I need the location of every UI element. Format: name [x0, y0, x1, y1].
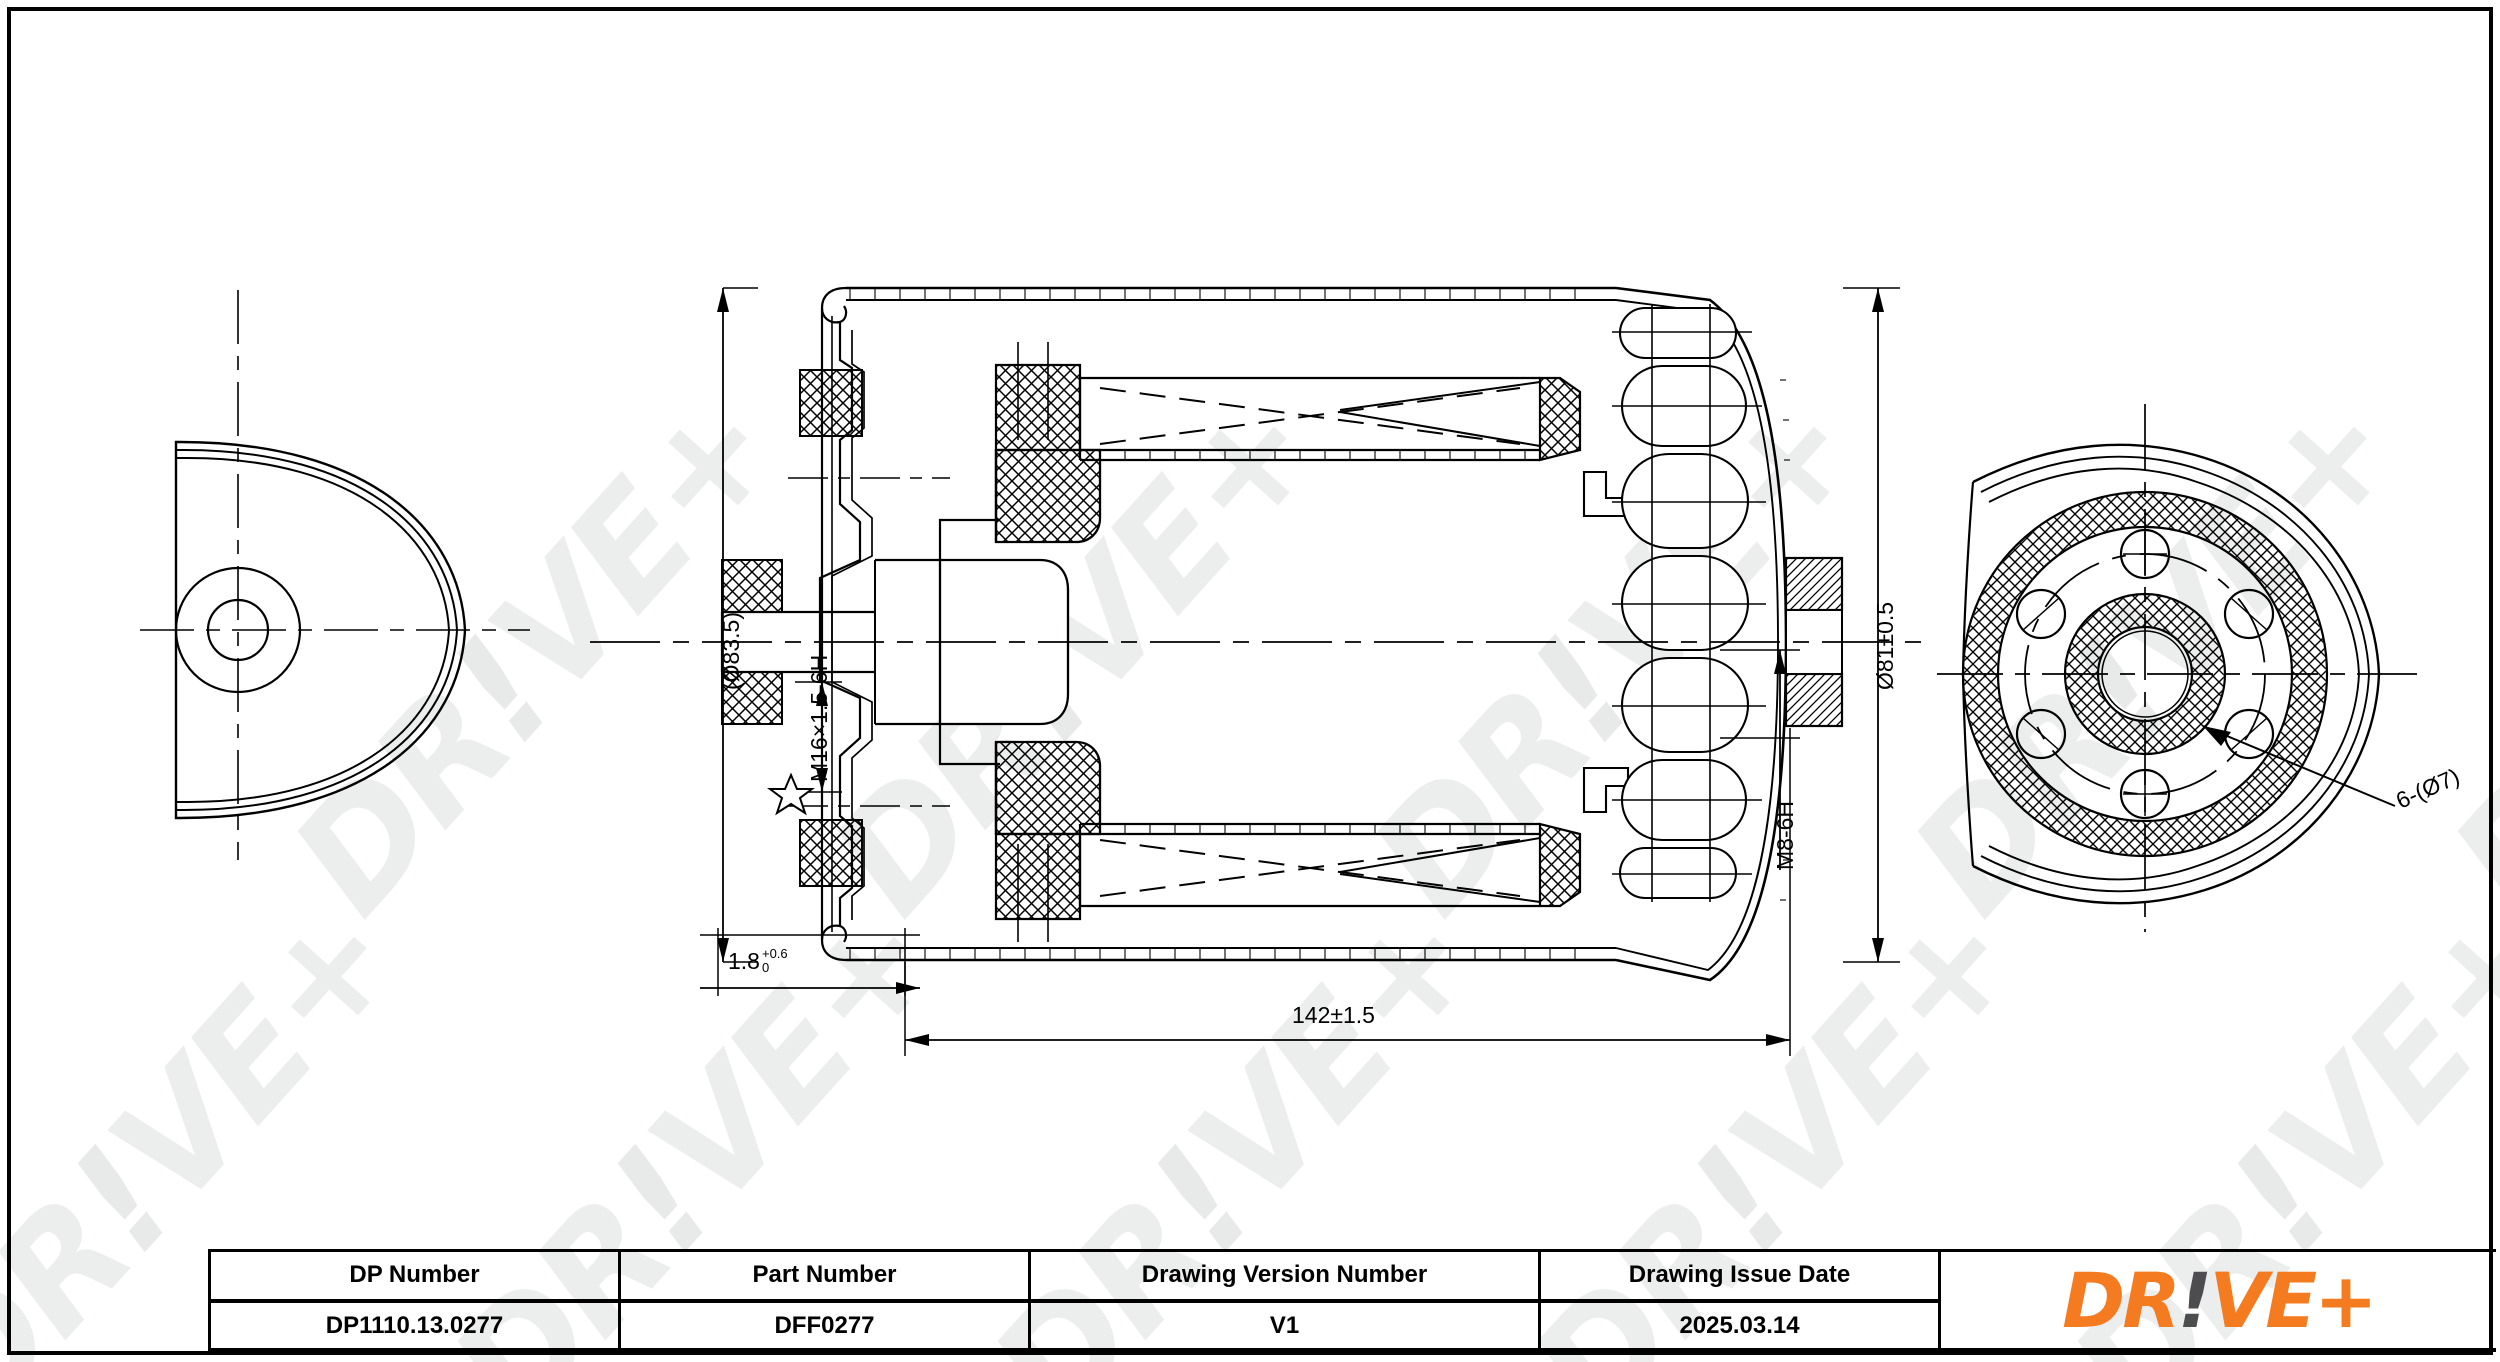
dim-inlet-thread: [767, 681, 842, 816]
hub-vertical-lines: [1017, 342, 1049, 942]
star-symbol: [767, 772, 815, 816]
header-issue-date: Drawing Issue Date: [1541, 1252, 1941, 1299]
title-block-header-row: DP Number Part Number Drawing Version Nu…: [211, 1252, 1941, 1303]
value-part-number: DFF0277: [621, 1302, 1031, 1349]
right-end-view: [1937, 404, 2477, 932]
bolt-hole: [2015, 588, 2067, 640]
title-block-value-row: DP1110.13.0277 DFF0277 V1 2025.03.14: [211, 1302, 1941, 1349]
dim-label-gasket-thickness: 1.8 +0.6 0: [728, 946, 788, 975]
main-cross-section-view: [590, 260, 1930, 1020]
seal-upper: [721, 559, 783, 613]
drive-plus-logo: DR!VE+: [2062, 1262, 2378, 1339]
filter-media-upper: [1078, 376, 1541, 462]
gasket-upper: [799, 369, 863, 437]
bolt-hole-leader: [2202, 725, 2396, 807]
filter-media-lower: [1078, 822, 1541, 908]
dim-label-inlet-thread: M16×1.5-6H: [806, 654, 832, 782]
value-dp-number: DP1110.13.0277: [211, 1302, 621, 1349]
rib-crosslines: [1612, 304, 1766, 902]
title-block-bottom-rule: [208, 1348, 2496, 1352]
value-drawing-version: V1: [1031, 1302, 1541, 1349]
center-hub-ring: [1953, 416, 2477, 930]
latch-tabs: [1582, 470, 1630, 814]
media-endcap-right-lower: [1538, 822, 1582, 908]
brand-logo: DR!VE+: [1941, 1252, 2496, 1349]
title-block-table: DP Number Part Number Drawing Version Nu…: [211, 1252, 1941, 1349]
dome-ribs: [1618, 306, 1750, 900]
inlet-hub: [938, 558, 1070, 726]
dim-label-right-diameter: Ø81±0.5: [1872, 601, 1898, 690]
dome-seam: [1780, 379, 1790, 901]
aux-center-lines: [788, 477, 950, 807]
dim-label-outlet-thread: M8-6H: [1772, 800, 1798, 870]
dim-left-diameter: [717, 287, 758, 963]
shell-seam: [849, 288, 1576, 960]
dim-right-diameter: [1843, 287, 1900, 963]
dim-overall-length: [904, 728, 1791, 1056]
end-cap-lower: [994, 740, 1102, 836]
seal-lower: [721, 671, 783, 725]
value-issue-date: 2025.03.14: [1541, 1302, 1941, 1349]
dim-label-overall-length: 142±1.5: [1292, 1002, 1375, 1028]
gasket-lower: [799, 819, 863, 887]
header-part-number: Part Number: [621, 1252, 1031, 1299]
logo-exclamation-icon: !: [2177, 1255, 2213, 1345]
logo-text-ve: VE+: [2209, 1255, 2377, 1345]
dim-label-left-diameter: (Ø83.5): [718, 612, 744, 690]
media-endcap-right-upper: [1538, 376, 1582, 462]
header-drawing-version: Drawing Version Number: [1031, 1252, 1541, 1299]
end-cap-upper: [994, 448, 1102, 544]
title-block: DP Number Part Number Drawing Version Nu…: [208, 1249, 2496, 1349]
header-dp-number: DP Number: [211, 1252, 621, 1299]
left-end-view: [130, 290, 570, 860]
bolt-hole: [2015, 708, 2067, 760]
logo-text-dr: DR: [2062, 1255, 2181, 1345]
bolt-hole: [2223, 588, 2275, 640]
dim-outlet-thread: [1720, 649, 1800, 870]
